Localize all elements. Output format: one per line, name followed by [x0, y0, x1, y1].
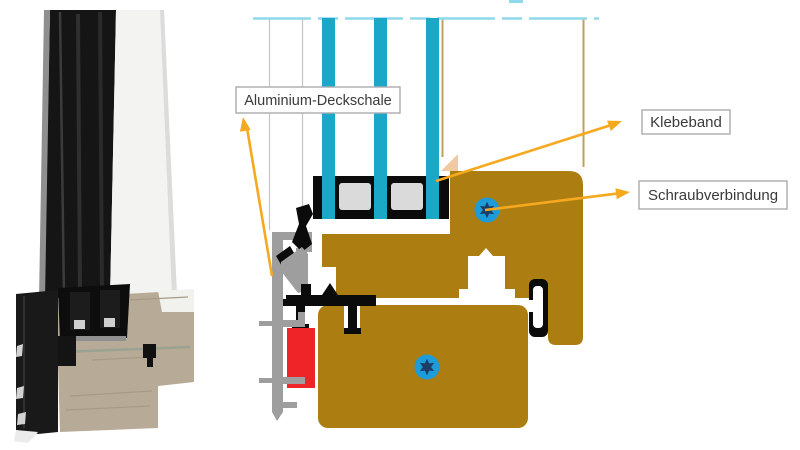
- rubber-gasket-frame-gap: [529, 279, 548, 337]
- photo-white-frame: [110, 10, 177, 298]
- annotation-arrows: [239, 117, 630, 277]
- wood-profile-sash: [322, 171, 583, 298]
- diagram-window-profile: Aluminium-Deckschale Klebeband Schraubve…: [235, 0, 788, 428]
- arrow-klebeband: [435, 124, 611, 183]
- label-text-klebeband: Klebeband: [650, 114, 722, 131]
- label-aluminium-deckschale: Aluminium-Deckschale: [235, 86, 401, 114]
- photo-window-cross-section: [14, 10, 194, 443]
- glazing-bead-cluster: [276, 204, 313, 296]
- wood-profile-frame-overhang: [548, 298, 583, 345]
- torx-screw-icon: [414, 354, 440, 380]
- wood-corner-light: [441, 154, 458, 171]
- label-text-aluminium-deckschale: Aluminium-Deckschale: [244, 93, 391, 109]
- glass-pane: [374, 18, 387, 219]
- glass-spacer: [391, 183, 423, 210]
- photo-aluminium-band: [16, 290, 58, 434]
- label-text-schraubverbindung: Schraubverbindung: [648, 187, 778, 204]
- glass-pane: [322, 18, 335, 219]
- glass-spacer: [339, 183, 371, 210]
- hardware-groove: [468, 256, 505, 289]
- glass-pane: [426, 18, 439, 219]
- label-schraubverbindung: Schraubverbindung: [638, 180, 788, 210]
- glazing-bridge: [299, 219, 450, 234]
- triple-glazing: [299, 18, 450, 234]
- arrow-schraubverbindung: [484, 192, 618, 212]
- arrow-aluminium-deckschale: [245, 127, 274, 277]
- label-klebeband: Klebeband: [641, 109, 731, 135]
- photo-glass-left-highlight: [39, 10, 50, 300]
